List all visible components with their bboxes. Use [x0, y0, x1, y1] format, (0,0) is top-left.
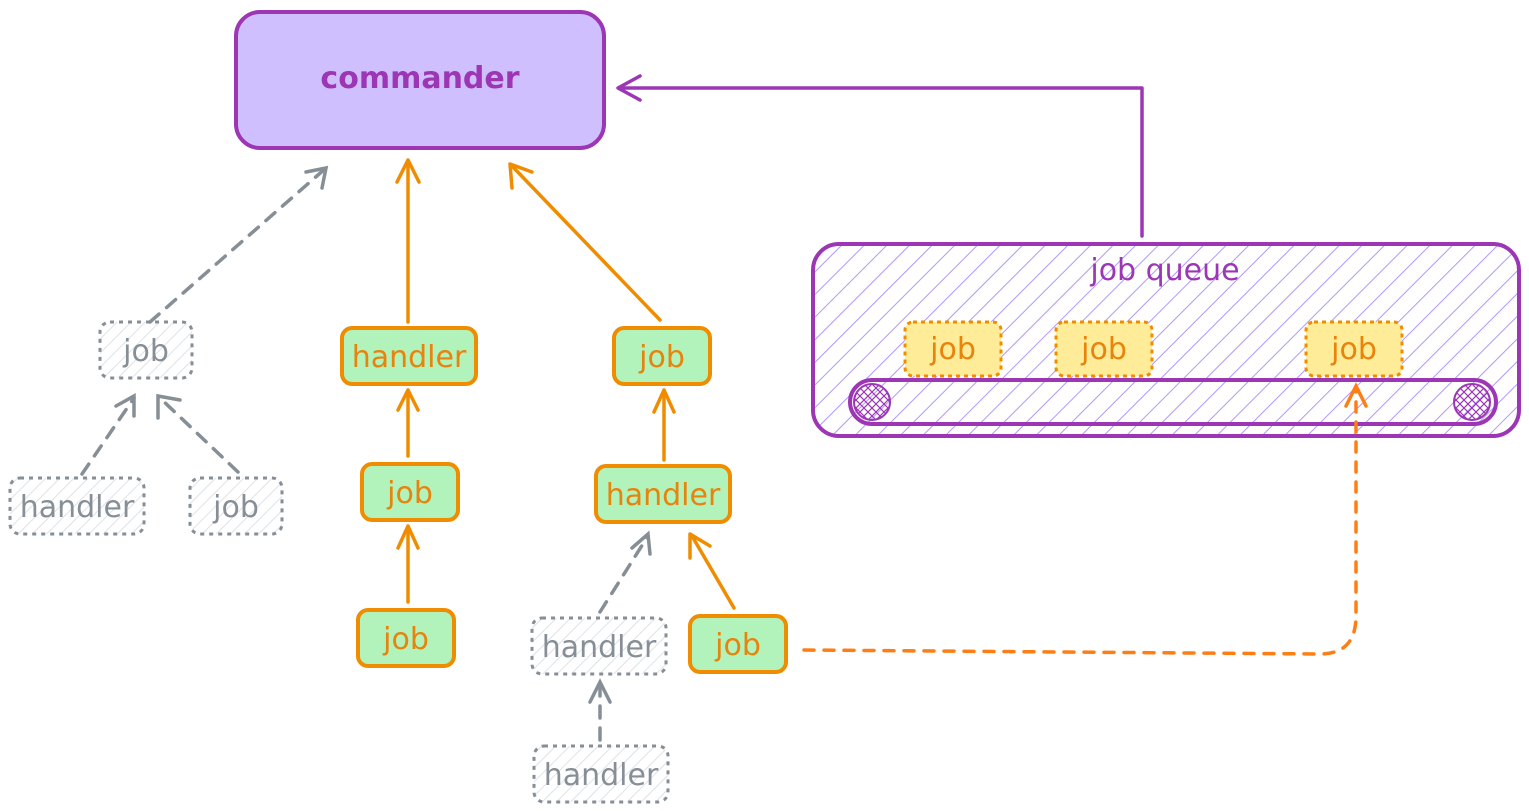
left-job2-label: job: [212, 490, 259, 525]
left-job-node: job: [98, 320, 194, 380]
right-job-node: job: [612, 326, 712, 386]
arrow-left-job2-to-job: [158, 396, 240, 474]
mid-job2-label: job: [382, 622, 429, 657]
commander-node: commander: [234, 10, 606, 150]
arrow-job-to-queue: [802, 386, 1358, 656]
left-handler-node: handler: [8, 476, 146, 536]
queue-item-1-label: job: [929, 332, 976, 367]
arrow-right-dashed-handler-to-handler: [598, 534, 650, 614]
left-job-label: job: [122, 334, 169, 369]
queue-item-2-label: job: [1080, 332, 1127, 367]
commander-label: commander: [320, 61, 519, 96]
mid-handler-node: handler: [340, 326, 478, 386]
right-handler-bottom-node: handler: [532, 744, 670, 804]
left-job2-node: job: [188, 476, 284, 536]
right-handler-dashed-label: handler: [542, 630, 657, 665]
arrow-left-handler-to-job: [80, 396, 136, 476]
arrowhead-job-to-queue: [1344, 382, 1368, 408]
arrowhead-left-job2-to-job: [156, 393, 182, 420]
mid-job-label: job: [386, 476, 433, 511]
mid-job-node: job: [360, 462, 460, 522]
queue-item-1: job: [903, 320, 1003, 378]
right-job-label: job: [638, 340, 685, 375]
right-handler-node: handler: [594, 464, 732, 524]
arrow-right-job-bottom-to-handler: [688, 532, 736, 610]
arrowhead-left-job-to-commander: [304, 165, 329, 190]
right-handler-dashed-node: handler: [530, 616, 668, 676]
arrowhead-bottom-handler: [588, 678, 612, 704]
arrow-mid-job-to-handler: [396, 388, 420, 458]
arrow-right-handler-to-job: [652, 388, 676, 462]
right-job-bottom-node: job: [688, 614, 788, 674]
job-queue-label: job queue: [1089, 253, 1239, 288]
queue-item-2: job: [1054, 320, 1154, 378]
mid-job2-node: job: [356, 608, 456, 668]
arrow-left-job-to-commander: [148, 166, 328, 324]
arrow-mid-handler-to-commander: [395, 158, 421, 324]
conveyor-roller-right: [1453, 383, 1491, 421]
conveyor-roller-left: [853, 383, 891, 421]
arrowhead-left-handler-to-job: [114, 393, 136, 418]
arrow-right-job-to-commander: [508, 162, 662, 322]
right-handler-bottom-label: handler: [544, 758, 659, 793]
queue-item-3: job: [1304, 320, 1404, 378]
queue-item-3-label: job: [1330, 332, 1377, 367]
arrow-queue-to-commander: [616, 74, 1144, 238]
left-handler-label: handler: [20, 490, 135, 525]
queue-conveyor: [848, 378, 1498, 426]
right-job-bottom-label: job: [714, 628, 761, 663]
arrow-mid-job2-to-job: [396, 524, 420, 604]
arrowhead-right-dashed-handler-to-handler: [630, 530, 652, 556]
job-queue-container: job queue: [811, 242, 1521, 438]
right-handler-label: handler: [606, 478, 721, 513]
mid-handler-label: handler: [352, 340, 467, 375]
